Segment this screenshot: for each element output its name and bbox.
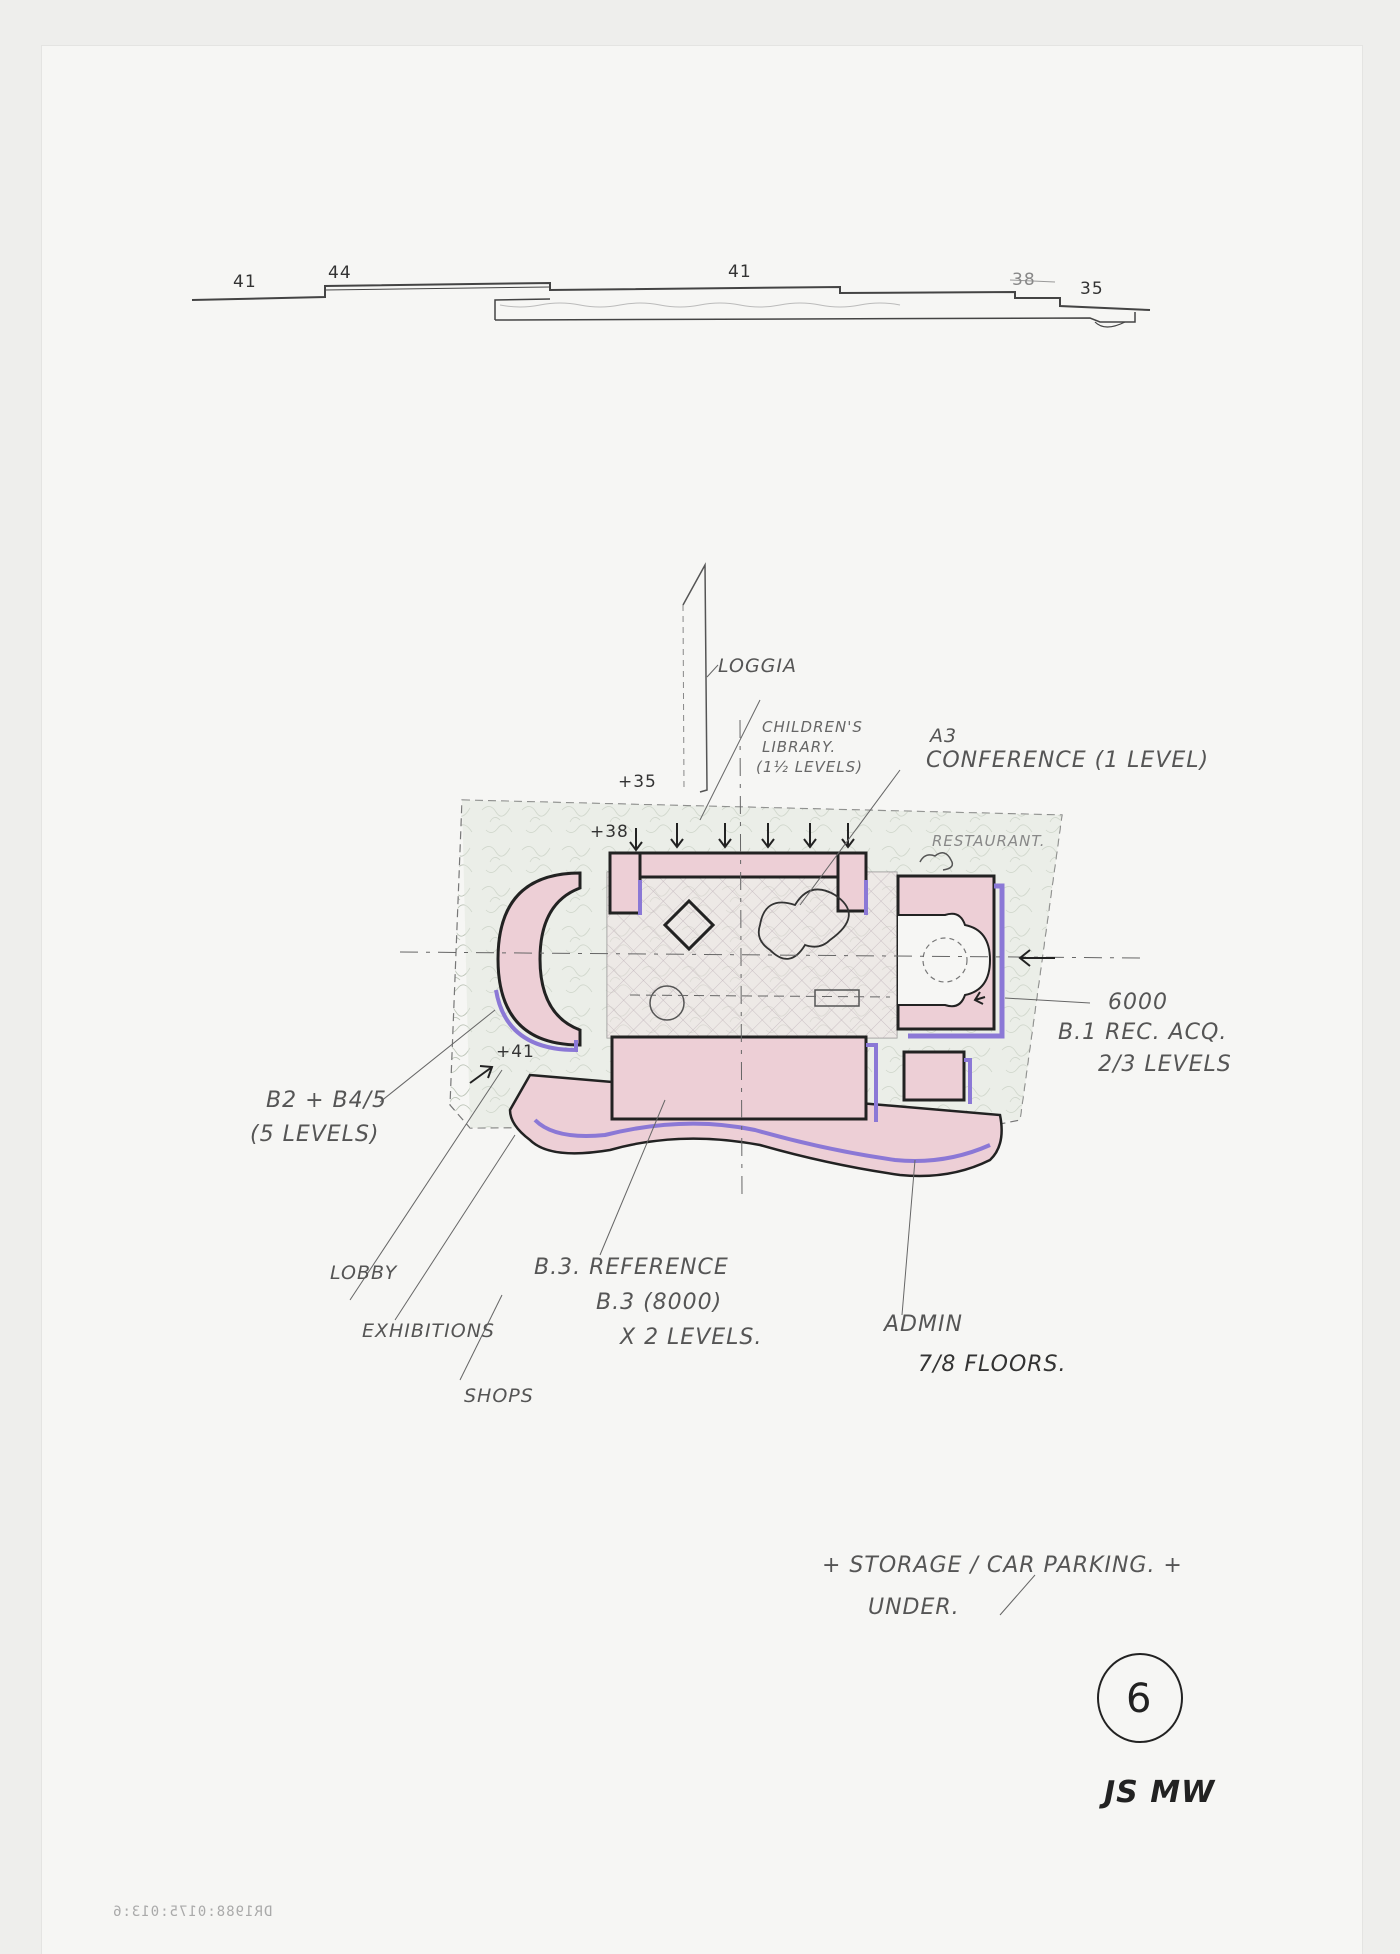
label-childrens-3: (1½ LEVELS) <box>756 758 864 776</box>
small-block <box>814 989 860 1007</box>
label-level-41: +41 <box>496 1042 535 1062</box>
label-restaurant: RESTAURANT. <box>932 832 1046 850</box>
label-level-38: +38 <box>590 822 629 842</box>
label-b2-line1: B2 + B4/5 <box>266 1088 388 1113</box>
label-level-35: +35 <box>618 772 657 792</box>
site-plan <box>349 562 1141 1616</box>
sheet-number: 6 <box>1126 1676 1153 1722</box>
note-storage-line1: + STORAGE / CAR PARKING. + <box>822 1553 1183 1578</box>
label-b1-line2: 2/3 LEVELS <box>1098 1052 1232 1077</box>
sheet-initials: JS MW <box>1104 1775 1216 1810</box>
note-storage-line2: UNDER. <box>868 1595 960 1620</box>
childrens-library-bar <box>608 851 867 879</box>
loggia-tower <box>682 562 708 793</box>
section-level-2: 44 <box>328 263 352 283</box>
round-pavilion <box>649 985 685 1021</box>
sheet-number-circle <box>1097 1653 1183 1743</box>
kidney-pool <box>757 888 850 960</box>
label-admin-floors: 7/8 FLOORS. <box>918 1352 1067 1377</box>
label-exhibitions: EXHIBITIONS <box>362 1320 495 1342</box>
diamond-pavilion <box>662 898 716 952</box>
label-lobby: LOBBY <box>330 1262 398 1284</box>
label-shops: SHOPS <box>464 1385 534 1407</box>
label-childrens-2: LIBRARY. <box>762 738 837 756</box>
section-level-4: 38 <box>1012 270 1036 290</box>
label-b1-number: 6000 <box>1108 990 1168 1015</box>
b1-annex <box>902 1050 966 1102</box>
label-conference: CONFERENCE (1 LEVEL) <box>926 748 1210 773</box>
reference-block-b3 <box>610 1035 868 1121</box>
label-b3-line3: X 2 LEVELS. <box>620 1325 763 1350</box>
label-admin: ADMIN <box>884 1312 963 1337</box>
archive-stamp: DR1988:0175:013:6 <box>112 1904 273 1920</box>
label-b3-line2: B.3 (8000) <box>596 1290 723 1315</box>
label-b1-line1: B.1 REC. ACQ. <box>1058 1020 1228 1045</box>
section-level-5: 35 <box>1080 279 1104 299</box>
label-loggia: LOGGIA <box>718 655 798 677</box>
site-section <box>191 279 1151 328</box>
label-b2-line2: (5 LEVELS) <box>250 1122 380 1147</box>
label-a3: A3 <box>930 725 958 747</box>
label-b3-line1: B.3. REFERENCE <box>534 1255 729 1280</box>
semicircle-block <box>496 871 582 1047</box>
section-level-3: 41 <box>728 262 752 282</box>
section-level-1: 41 <box>233 272 257 292</box>
label-childrens-1: CHILDREN'S <box>762 718 863 736</box>
